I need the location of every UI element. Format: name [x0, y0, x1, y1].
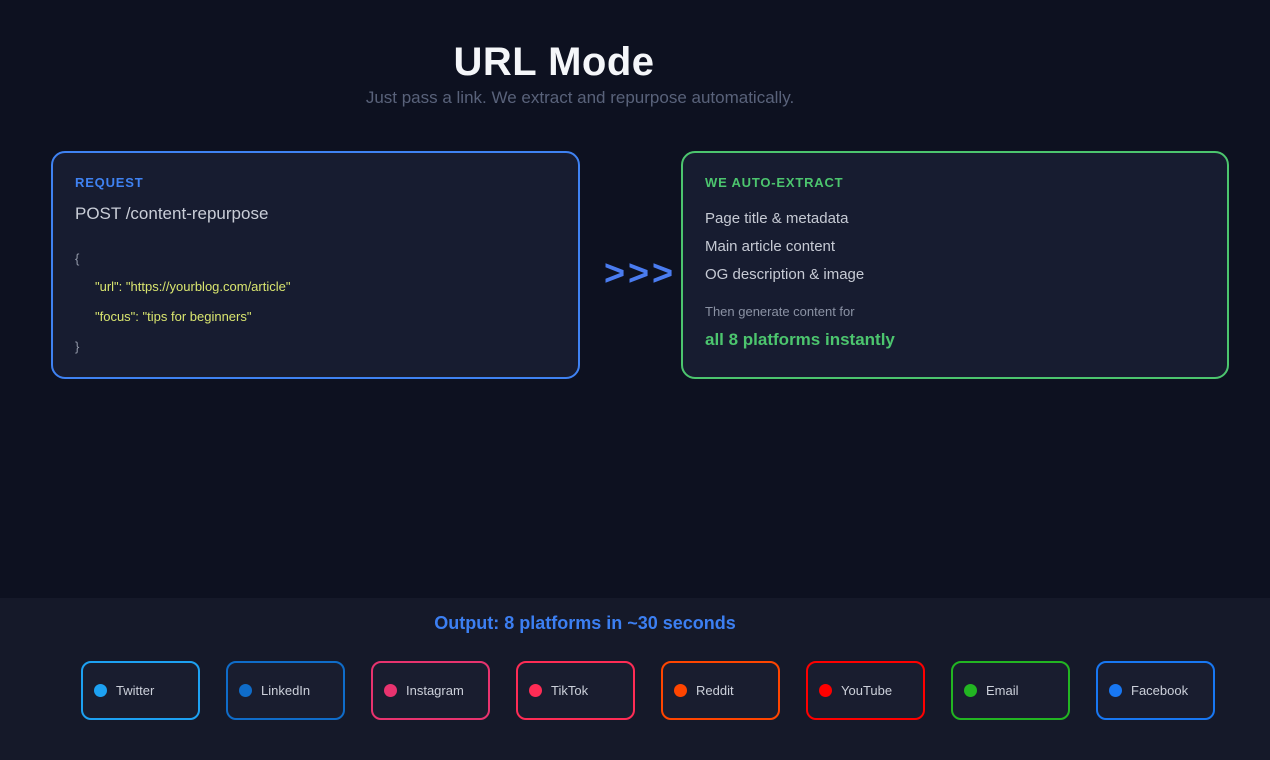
- platform-label: Twitter: [116, 683, 155, 698]
- platform-label: Facebook: [1131, 683, 1189, 698]
- email-dot-icon: [964, 684, 977, 697]
- platform-badge-instagram[interactable]: Instagram: [371, 661, 490, 720]
- request-panel: REQUEST POST /content-repurpose { "url":…: [51, 151, 580, 379]
- platform-label: TikTok: [551, 683, 589, 698]
- linkedin-dot-icon: [239, 684, 252, 697]
- platform-badge-facebook[interactable]: Facebook: [1096, 661, 1215, 720]
- page-title: URL Mode: [453, 40, 655, 84]
- page-subtitle: Just pass a link. We extract and repurpo…: [365, 88, 795, 107]
- platform-badge-reddit[interactable]: Reddit: [661, 661, 780, 720]
- extract-footer-lead: Then generate content for: [705, 304, 855, 319]
- reddit-dot-icon: [674, 684, 687, 697]
- extract-item: Page title & metadata: [705, 210, 849, 227]
- platform-badge-linkedin[interactable]: LinkedIn: [226, 661, 345, 720]
- facebook-dot-icon: [1109, 684, 1122, 697]
- platform-badges-row: Twitter LinkedIn Instagram TikTok Reddit…: [81, 661, 1215, 720]
- instagram-dot-icon: [384, 684, 397, 697]
- extract-footer-highlight: all 8 platforms instantly: [705, 330, 895, 349]
- platform-badge-email[interactable]: Email: [951, 661, 1070, 720]
- request-endpoint: POST /content-repurpose: [75, 204, 269, 223]
- tiktok-dot-icon: [529, 684, 542, 697]
- extract-panel-label: WE AUTO-EXTRACT: [705, 175, 844, 190]
- platform-badge-tiktok[interactable]: TikTok: [516, 661, 635, 720]
- platform-label: Email: [986, 683, 1019, 698]
- twitter-dot-icon: [94, 684, 107, 697]
- request-panel-label: REQUEST: [75, 175, 144, 190]
- youtube-dot-icon: [819, 684, 832, 697]
- code-url-line: "url": "https://yourblog.com/article": [95, 279, 291, 294]
- code-close-brace: }: [75, 339, 80, 354]
- extract-item: OG description & image: [705, 266, 865, 283]
- extract-panel: WE AUTO-EXTRACT Page title & metadata Ma…: [681, 151, 1229, 379]
- platform-label: YouTube: [841, 683, 893, 698]
- flow-arrows-icon: >>>: [603, 252, 677, 293]
- code-focus-line: "focus": "tips for beginners": [95, 309, 252, 324]
- platform-badge-twitter[interactable]: Twitter: [81, 661, 200, 720]
- platform-label: Instagram: [406, 683, 464, 698]
- platform-badge-youtube[interactable]: YouTube: [806, 661, 925, 720]
- output-summary: Output: 8 platforms in ~30 seconds: [434, 613, 736, 633]
- extract-item: Main article content: [705, 238, 836, 255]
- platform-label: Reddit: [696, 683, 734, 698]
- code-open-brace: {: [75, 251, 80, 266]
- platform-label: LinkedIn: [261, 683, 311, 698]
